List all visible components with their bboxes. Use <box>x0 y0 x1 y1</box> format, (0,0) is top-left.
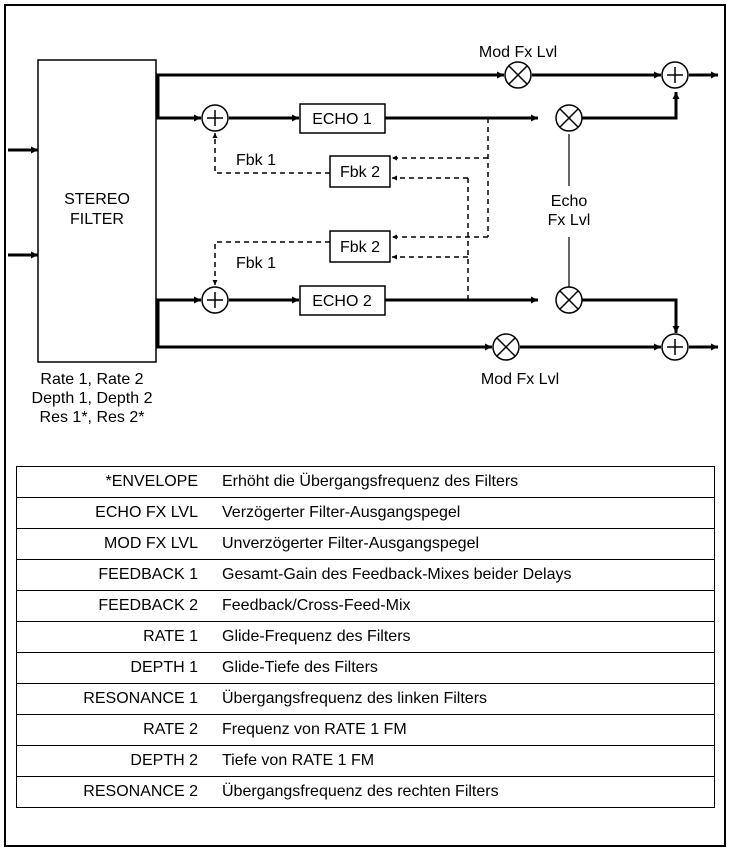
level-nodes <box>492 61 583 361</box>
mod-fx-lvl-top-label: Mod Fx Lvl <box>479 44 557 61</box>
echo1-label: ECHO 1 <box>312 111 372 128</box>
param-name: RESONANCE 2 <box>16 776 198 808</box>
mod-fx-lvl-bottom-label: Mod Fx Lvl <box>481 371 559 388</box>
echo2-box <box>299 285 386 316</box>
param-desc: Verzögerter Filter-Ausgangspegel <box>198 497 715 529</box>
summing-nodes <box>201 61 689 361</box>
param-name: FEEDBACK 1 <box>16 559 198 591</box>
echo-fx-lvl-label: Echo <box>551 193 588 210</box>
sum-output-bottom <box>661 333 689 361</box>
param-name: DEPTH 1 <box>16 652 198 684</box>
param-desc: Unverzögerter Filter-Ausgangspegel <box>198 528 715 560</box>
param-desc: Übergangsfrequenz des linken Filters <box>198 683 715 715</box>
param-desc: Erhöht die Übergangsfrequenz des Filters <box>198 466 715 498</box>
input-arrows <box>8 146 38 259</box>
param-desc: Glide-Frequenz des Filters <box>198 621 715 653</box>
param-desc: Glide-Tiefe des Filters <box>198 652 715 684</box>
mod-fx-lvl-bottom-node <box>492 333 520 361</box>
param-desc: Feedback/Cross-Feed-Mix <box>198 590 715 622</box>
filter-params-line2: Depth 1, Depth 2 <box>32 390 153 407</box>
feedback-paths <box>212 118 489 300</box>
fbk2-top-box <box>329 155 391 188</box>
echo-fx-lvl-bottom-node <box>555 286 583 314</box>
mod-fx-lvl-top-node <box>504 61 532 89</box>
echo-fx-lvl-top-node <box>555 104 583 132</box>
param-desc: Übergangsfrequenz des rechten Filters <box>198 776 715 808</box>
signal-flow-diagram: STEREO FILTER ECHO <box>8 44 718 426</box>
stereo-filter-label: STEREO <box>64 191 130 208</box>
echo2-label: ECHO 2 <box>312 293 372 310</box>
fbk2-bottom-box <box>329 230 391 263</box>
echo1-box <box>299 103 386 134</box>
param-name: MOD FX LVL <box>16 528 198 560</box>
param-name: FEEDBACK 2 <box>16 590 198 622</box>
filter-params-line1: Rate 1, Rate 2 <box>40 371 143 388</box>
page-frame <box>4 4 726 847</box>
stereo-filter-box <box>37 59 157 363</box>
fbk2-top-label: Fbk 2 <box>340 164 380 181</box>
param-name: RESONANCE 1 <box>16 683 198 715</box>
param-desc: Frequenz von RATE 1 FM <box>198 714 715 746</box>
filter-params-line3: Res 1*, Res 2* <box>40 409 145 426</box>
param-name: RATE 1 <box>16 621 198 653</box>
param-name: ECHO FX LVL <box>16 497 198 529</box>
echo-fx-lvl-label-2: Fx Lvl <box>548 212 591 229</box>
stereo-filter-label-2: FILTER <box>70 211 124 228</box>
param-name: RATE 2 <box>16 714 198 746</box>
param-desc: Tiefe von RATE 1 FM <box>198 745 715 777</box>
fbk1-bottom-label: Fbk 1 <box>236 255 276 272</box>
sum-output-top <box>661 61 689 89</box>
param-name: *ENVELOPE <box>16 466 198 498</box>
fbk2-bottom-label: Fbk 2 <box>340 239 380 256</box>
signal-paths <box>156 71 718 351</box>
sum-echo2-in <box>201 286 229 314</box>
param-name: DEPTH 2 <box>16 745 198 777</box>
sum-echo1-in <box>201 104 229 132</box>
fbk1-top-label: Fbk 1 <box>236 152 276 169</box>
param-desc: Gesamt-Gain des Feedback-Mixes beider De… <box>198 559 715 591</box>
